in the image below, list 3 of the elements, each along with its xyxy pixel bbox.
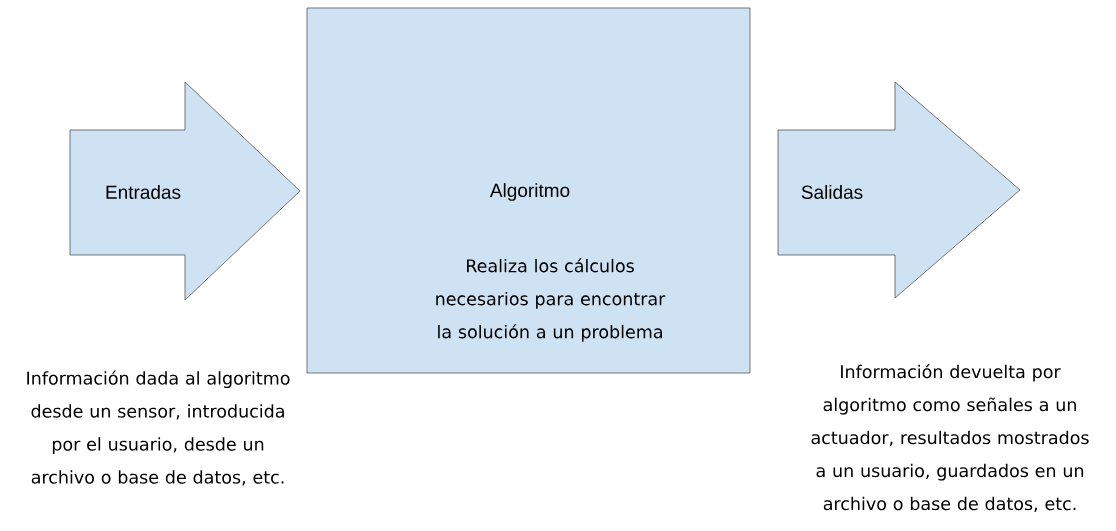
process-box: Algoritmo Realiza los cálculos necesarios para encontrar la solución a un problema: [306, 7, 751, 374]
note-text: Información devuelta por algoritmo como señales a un actuador, resultados mostrados a un usuario, guardados en un archivo o base de datos, etc.: [811, 364, 1089, 512]
note-text: Información dada al algoritmo desde un sensor, introducida por el usuario, desde un archivo o base de datos, etc.: [27, 370, 290, 486]
